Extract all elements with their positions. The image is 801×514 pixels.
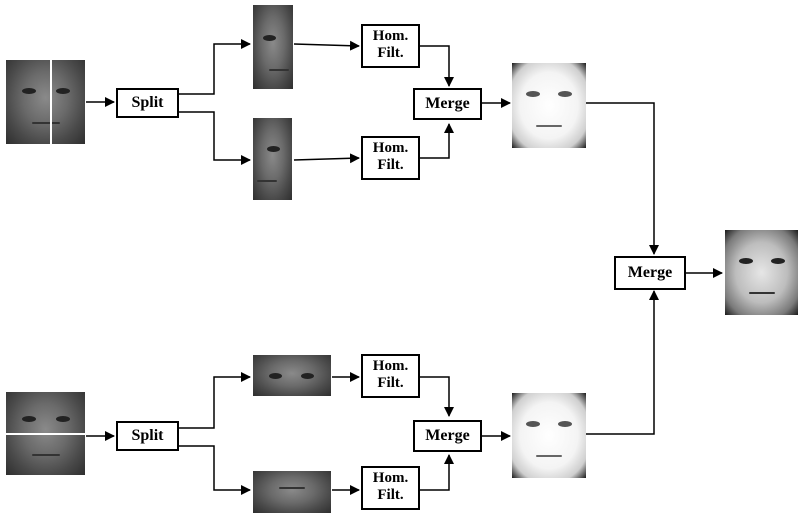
upper-half-face — [253, 355, 331, 396]
hom-filter-box: Hom. Filt. — [361, 136, 420, 180]
merge-box-bottom: Merge — [413, 420, 482, 452]
filtered-face-bottom — [512, 393, 586, 478]
input-face-horizontal-split — [6, 392, 85, 475]
hom-filter-box: Hom. Filt. — [361, 354, 420, 398]
right-half-face — [253, 118, 292, 200]
input-face-vertical-split — [6, 60, 85, 144]
merge-box-top: Merge — [413, 88, 482, 120]
output-face — [725, 230, 798, 315]
filtered-face-top — [512, 63, 586, 148]
hom-filter-box: Hom. Filt. — [361, 466, 420, 510]
hom-filter-box: Hom. Filt. — [361, 24, 420, 68]
final-merge-box: Merge — [614, 256, 686, 290]
split-box-bottom: Split — [116, 421, 179, 451]
split-box-top: Split — [116, 88, 179, 118]
split-label: Split — [131, 94, 164, 111]
left-half-face — [253, 5, 293, 89]
lower-half-face — [253, 471, 331, 513]
